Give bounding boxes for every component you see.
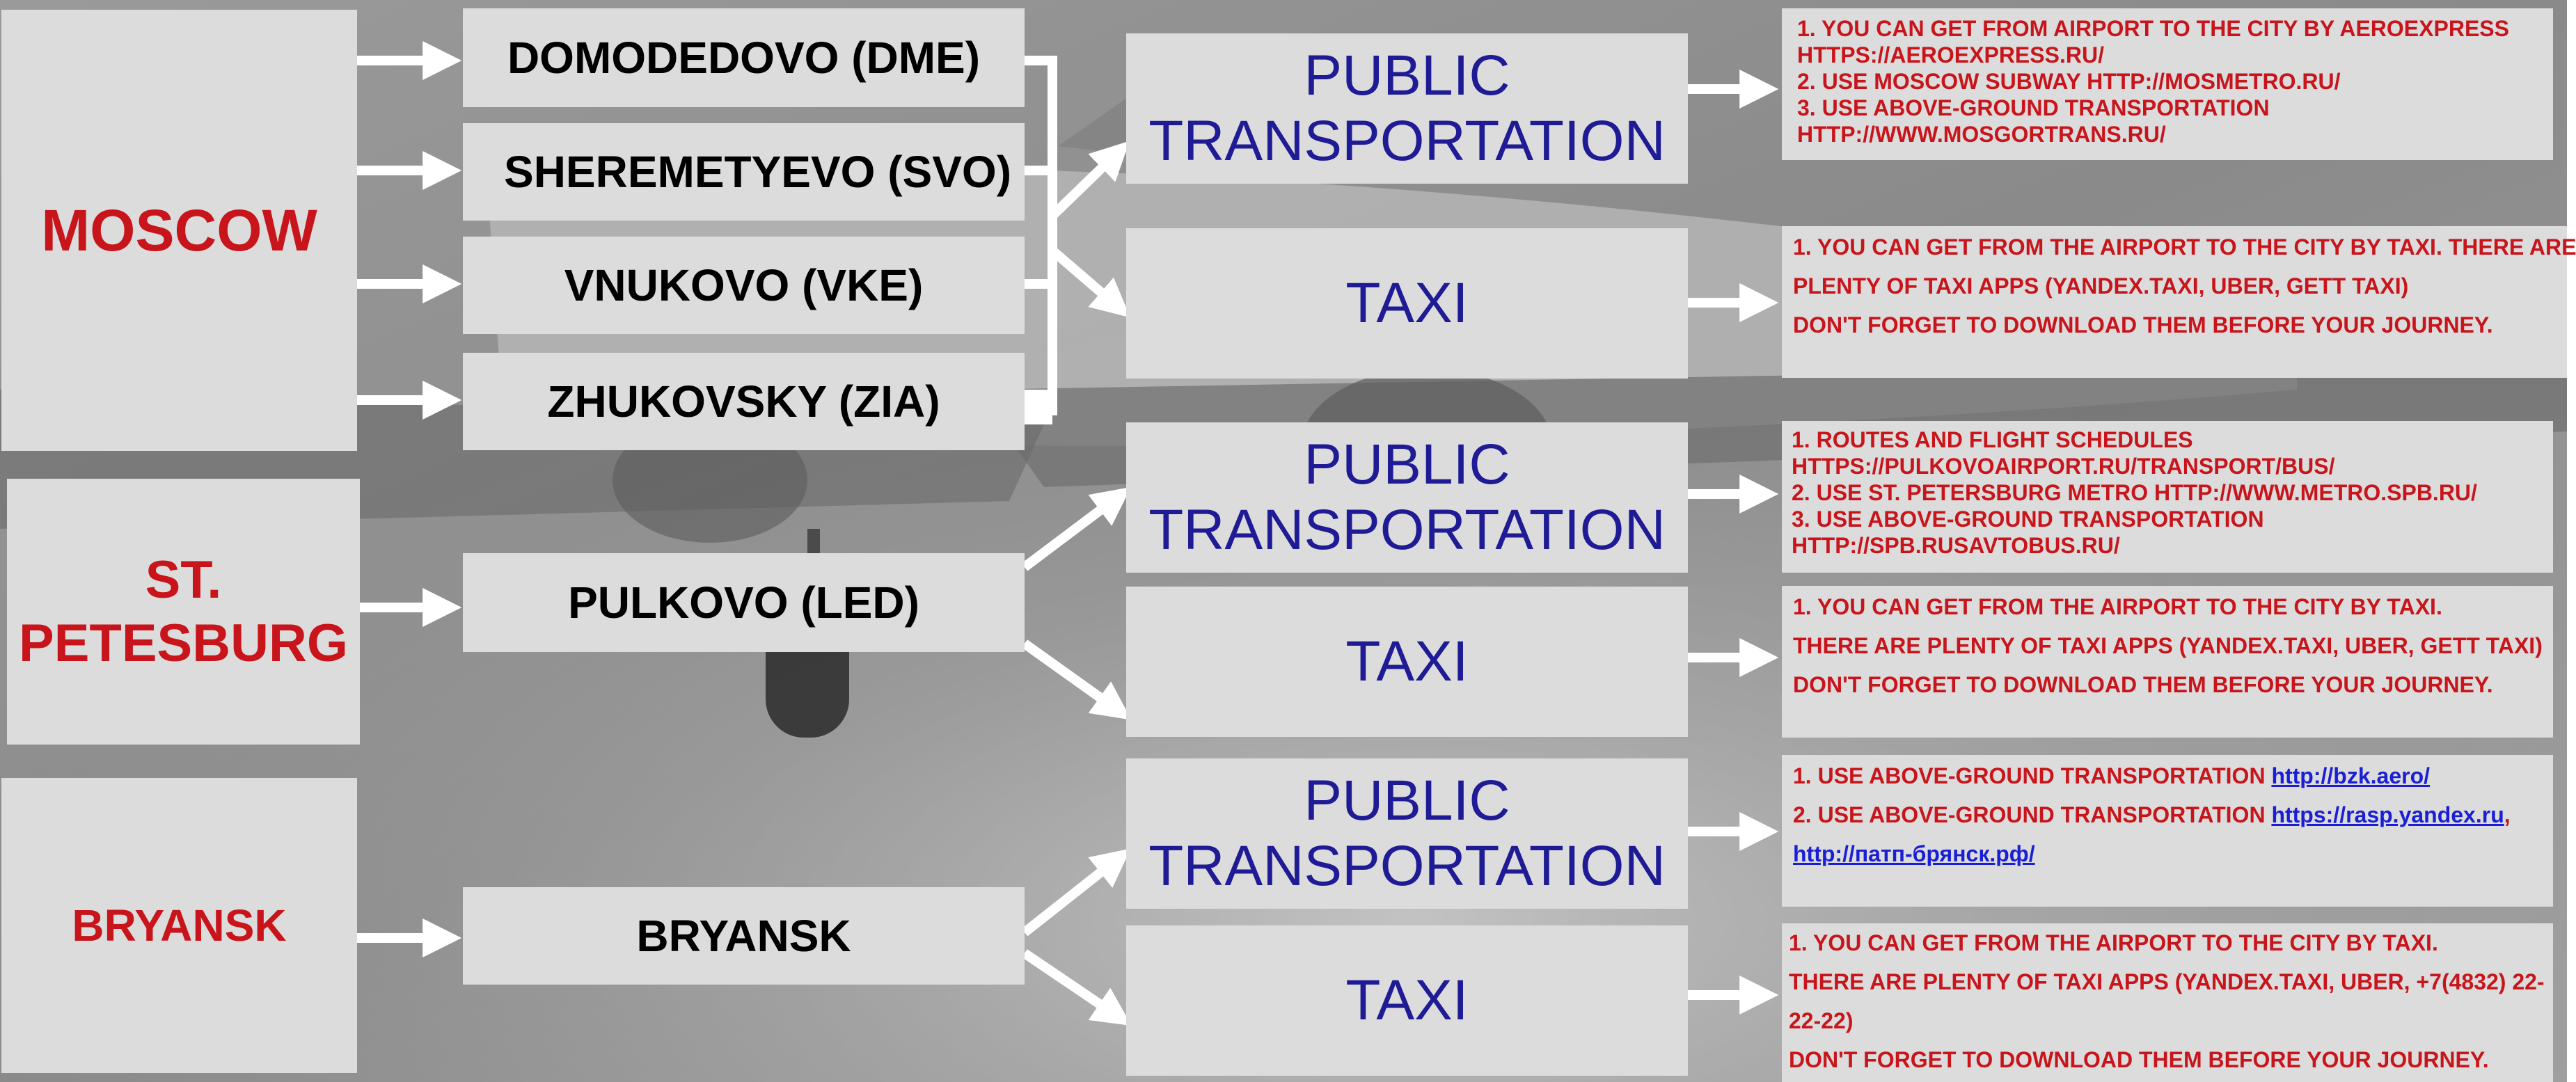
airport-svo-label: SHEREMETYEVO (SVO): [504, 147, 1011, 197]
info-line: 22-22): [1789, 1008, 1854, 1033]
arrow-bryansk-public: [1021, 848, 1131, 937]
info-line: 1. YOU CAN GET FROM THE AIRPORT TO THE C…: [1793, 594, 2442, 619]
airport-domodedovo: DOMODEDOVO (DME): [463, 8, 1025, 107]
airport-led-label: PULKOVO (LED): [568, 578, 919, 628]
info-line: http://патп-брянск.рф/: [1793, 834, 2553, 873]
taxi-label: TAXI: [1345, 968, 1469, 1032]
arrow-moscow-taxi: [1049, 246, 1131, 318]
patp-bryansk-link[interactable]: http://патп-брянск.рф/: [1793, 841, 2035, 866]
bryansk-public-transportation: PUBLIC TRANSPORTATION: [1126, 758, 1688, 909]
bryansk-public-info: 1. USE ABOVE-GROUND TRANSPORTATION http:…: [1782, 755, 2553, 907]
arrow-bryansk-taxi: [1022, 949, 1132, 1026]
info-line: DON'T FORGET TO DOWNLOAD THEM BEFORE YOU…: [1789, 1047, 2489, 1072]
public-label-line2: TRANSPORTATION: [1148, 109, 1666, 173]
arrow-moscow-public: [1049, 141, 1130, 220]
airport-vke-label: VNUKOVO (VKE): [564, 260, 924, 310]
info-line: 2. USE ABOVE-GROUND TRANSPORTATION https…: [1793, 795, 2553, 834]
info-line: 3. USE ABOVE-GROUND TRANSPORTATION: [1792, 507, 2264, 532]
info-line: 1. YOU CAN GET FROM THE AIRPORT TO THE C…: [1789, 930, 2438, 955]
bryansk-taxi: TAXI: [1126, 925, 1688, 1076]
airport-pulkovo: PULKOVO (LED): [463, 553, 1025, 652]
info-text: 1. USE ABOVE-GROUND TRANSPORTATION: [1793, 763, 2272, 788]
city-bryansk: BRYANSK: [1, 778, 357, 1073]
airport-sheremetyevo: SHEREMETYEVO (SVO): [463, 123, 1025, 221]
moscow-taxi-info: 1. YOU CAN GET FROM THE AIRPORT TO THE C…: [1782, 226, 2576, 378]
bryansk-taxi-info: 1. YOU CAN GET FROM THE AIRPORT TO THE C…: [1782, 923, 2553, 1082]
city-bryansk-label: BRYANSK: [72, 900, 287, 950]
info-line: DON'T FORGET TO DOWNLOAD THEM BEFORE YOU…: [1793, 312, 2493, 337]
public-label-line2: TRANSPORTATION: [1148, 498, 1666, 562]
spb-public-info: 1. ROUTES AND FLIGHT SCHEDULES HTTPS://P…: [1782, 421, 2553, 573]
rasp-yandex-link[interactable]: https://rasp.yandex.ru: [2271, 802, 2504, 827]
airport-dme-label: DOMODEDOVO (DME): [507, 33, 981, 83]
taxi-label: TAXI: [1345, 629, 1469, 693]
info-line: 3. USE ABOVE-GROUND TRANSPORTATION: [1797, 95, 2270, 120]
info-line: HTTPS://PULKOVOAIRPORT.RU/TRANSPORT/BUS/: [1792, 454, 2335, 479]
public-label-line1: PUBLIC: [1304, 43, 1510, 107]
info-line: 2. USE ST. PETERSBURG METRO HTTP://WWW.M…: [1792, 480, 2477, 505]
info-line: 1. ROUTES AND FLIGHT SCHEDULES: [1792, 427, 2193, 452]
arrow-led-taxi: [1021, 639, 1132, 720]
info-line: 1. USE ABOVE-GROUND TRANSPORTATION http:…: [1793, 756, 2553, 795]
spb-taxi: TAXI: [1126, 587, 1688, 737]
city-spb-label-line2: PETESBURG: [19, 614, 348, 673]
airport-bryansk: BRYANSK: [463, 887, 1025, 985]
airport-zhukovsky: ZHUKOVSKY (ZIA): [463, 353, 1025, 450]
city-st-petersburg: ST. PETESBURG: [7, 479, 360, 745]
link-separator: ,: [2504, 802, 2511, 827]
spb-public-transportation: PUBLIC TRANSPORTATION: [1126, 422, 1688, 573]
info-line: HTTPS://AEROEXPRESS.RU/: [1797, 42, 2104, 67]
info-line: 1. YOU CAN GET FROM THE AIRPORT TO THE C…: [1793, 234, 2576, 260]
airport-bryansk-label: BRYANSK: [636, 911, 851, 961]
arrow-led-public: [1021, 486, 1132, 571]
info-line: DON'T FORGET TO DOWNLOAD THEM BEFORE YOU…: [1793, 672, 2493, 697]
moscow-public-transportation: PUBLIC TRANSPORTATION: [1126, 33, 1688, 184]
info-line: HTTP://SPB.RUSAVTOBUS.RU/: [1792, 533, 2120, 558]
info-line: THERE ARE PLENTY OF TAXI APPS (YANDEX.TA…: [1793, 633, 2543, 658]
moscow-bracket: [1025, 56, 1057, 415]
city-moscow-label: MOSCOW: [41, 197, 317, 263]
info-line: PLENTY OF TAXI APPS (YANDEX.TAXI, UBER, …: [1793, 273, 2409, 299]
spb-taxi-info: 1. YOU CAN GET FROM THE AIRPORT TO THE C…: [1782, 586, 2553, 738]
info-line: HTTP://WWW.MOSGORTRANS.RU/: [1797, 122, 2166, 147]
public-label-line1: PUBLIC: [1304, 768, 1510, 832]
info-line: 1. YOU CAN GET FROM AIRPORT TO THE CITY …: [1797, 16, 2509, 41]
airport-zia-label: ZHUKOVSKY (ZIA): [547, 376, 940, 427]
info-line: THERE ARE PLENTY OF TAXI APPS (YANDEX.TA…: [1789, 969, 2545, 994]
info-text: 2. USE ABOVE-GROUND TRANSPORTATION: [1793, 802, 2272, 827]
bzk-aero-link[interactable]: http://bzk.aero/: [2271, 763, 2430, 788]
taxi-label: TAXI: [1345, 271, 1469, 335]
info-line: 2. USE MOSCOW SUBWAY HTTP://MOSMETRO.RU/: [1797, 69, 2341, 94]
city-spb-label-line1: ST.: [145, 550, 222, 610]
moscow-taxi: TAXI: [1126, 228, 1688, 379]
public-label-line1: PUBLIC: [1304, 432, 1510, 496]
airport-vnukovo: VNUKOVO (VKE): [463, 237, 1025, 334]
moscow-public-info: 1. YOU CAN GET FROM AIRPORT TO THE CITY …: [1782, 8, 2553, 160]
city-moscow: MOSCOW: [1, 10, 357, 451]
public-label-line2: TRANSPORTATION: [1148, 834, 1666, 898]
